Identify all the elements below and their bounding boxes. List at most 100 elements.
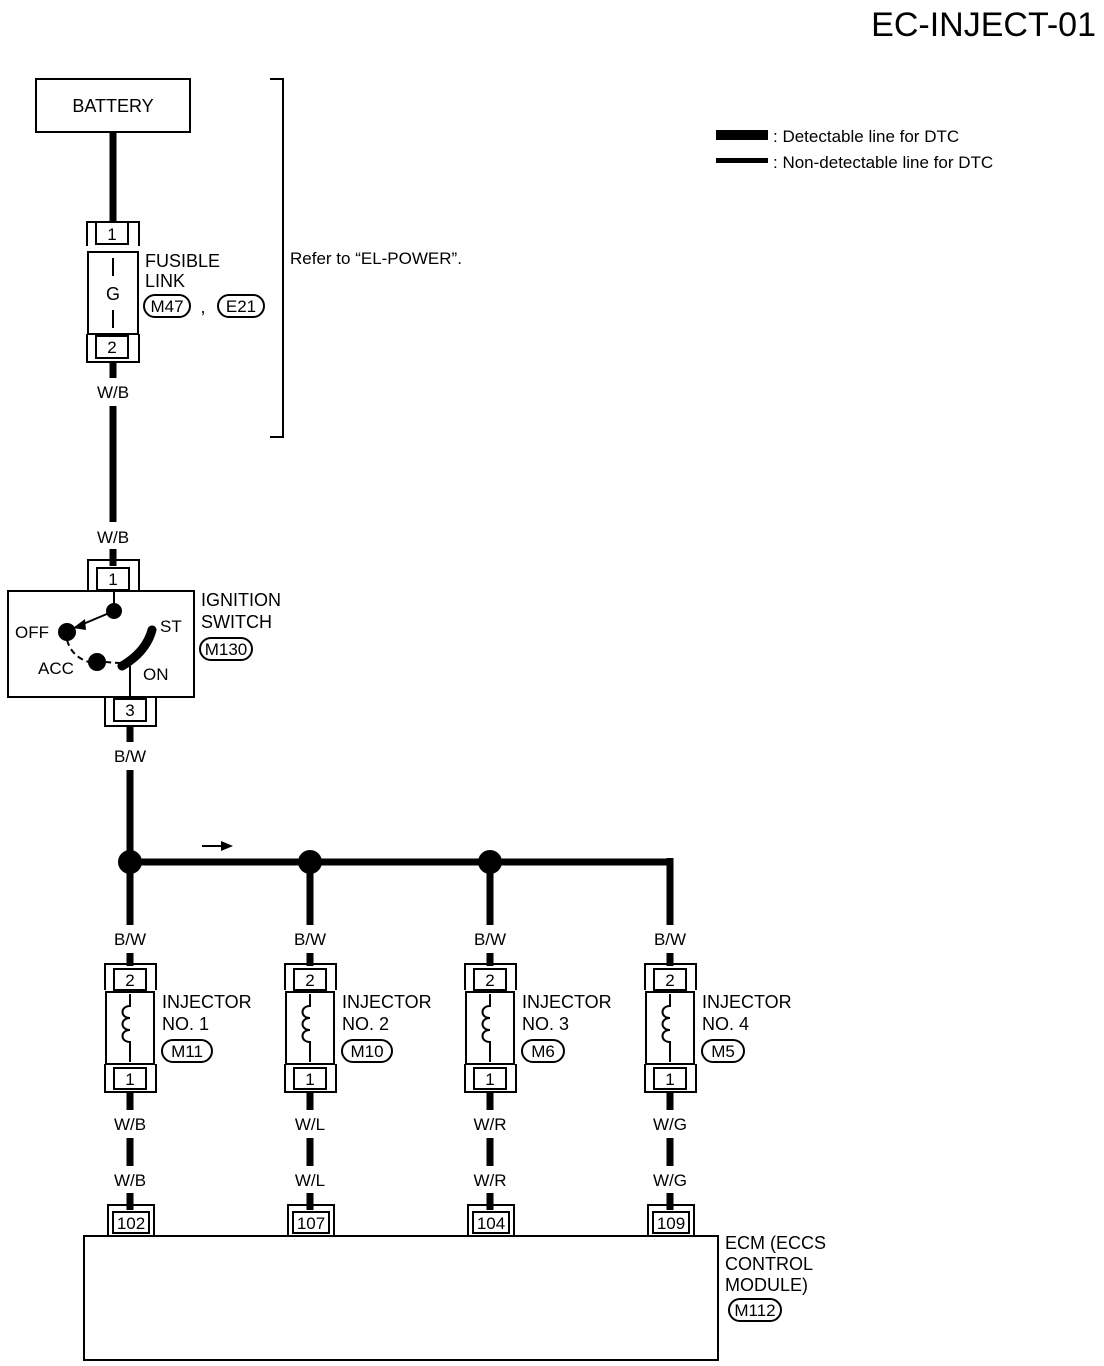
injector-connector-badge-2 — [341, 1039, 393, 1063]
wire-label-injector-top-3: B/W — [474, 930, 506, 949]
injector-coil-1 — [121, 994, 131, 1062]
ecm-pin-number-4: 109 — [657, 1214, 685, 1233]
ecm-name-line1: ECM (ECCS — [725, 1233, 826, 1253]
fusible-connector-1: M47 — [150, 297, 183, 316]
injector-pin-top-number-2: 2 — [305, 971, 314, 990]
ignition-pin-in-number: 1 — [108, 570, 117, 589]
injector-bracket-top-4 — [644, 963, 697, 990]
injector-name-1: INJECTOR — [162, 992, 252, 1012]
ecm-pin-2 — [292, 1211, 330, 1234]
wire-label-ecm-4: W/G — [653, 1171, 687, 1190]
wire-label-injector-bottom-4: W/G — [653, 1115, 687, 1134]
wire-label-injector-top-4: B/W — [654, 930, 686, 949]
injector-name-2: INJECTOR — [342, 992, 432, 1012]
wire-label-ign-in: W/B — [97, 528, 129, 547]
wire-label-ecm-1: W/B — [114, 1171, 146, 1190]
ecm-pin-4 — [652, 1211, 690, 1234]
wire-label-injector-bottom-3: W/R — [473, 1115, 506, 1134]
fusible-link: 1 G 2 FUSIBLE LINK M47 , E21 — [86, 221, 265, 363]
injector-pin-top-3 — [473, 968, 507, 991]
injector-number-1: NO. 1 — [162, 1014, 209, 1034]
ignition-name-line1: IGNITION — [201, 590, 281, 610]
wire-label-ecm-2: W/L — [295, 1171, 325, 1190]
injector-connector-badge-1 — [161, 1039, 213, 1063]
ecm-pin-bracket-3 — [467, 1204, 515, 1236]
ecm-pin-number-1: 102 — [117, 1214, 145, 1233]
fusible-pin-top — [95, 221, 129, 245]
legend-non-detectable-swatch — [716, 158, 768, 163]
injector-connector-3: M6 — [531, 1042, 555, 1061]
injector-connector-badge-4 — [701, 1039, 745, 1063]
ecm: ECM (ECCS CONTROL MODULE) M112 — [83, 1233, 826, 1361]
legend-non-detectable-label: : Non-detectable line for DTC — [773, 153, 993, 172]
injector-pin-bottom-1 — [113, 1067, 147, 1090]
ecm-connector: M112 — [734, 1301, 775, 1320]
injector-bracket-top-1 — [104, 963, 157, 990]
injector-connector-1: M11 — [171, 1042, 203, 1061]
ignition-name-line2: SWITCH — [201, 612, 272, 632]
wire-label-ecm-3: W/R — [473, 1171, 506, 1190]
ignition-pos-on: ON — [143, 665, 169, 684]
wire-label-injector-bottom-1: W/B — [114, 1115, 146, 1134]
ignition-connector: M130 — [205, 640, 248, 659]
refer-bracket: Refer to “EL-POWER”. — [270, 78, 462, 438]
fusible-pin-top-number: 1 — [107, 225, 116, 244]
ecm-body — [83, 1235, 719, 1361]
fusible-name-line1: FUSIBLE — [145, 251, 220, 271]
battery-label: BATTERY — [72, 96, 153, 116]
injector-number-4: NO. 4 — [702, 1014, 749, 1034]
wire-label-injector-bottom-2: W/L — [295, 1115, 325, 1134]
legend-detectable-label: : Detectable line for DTC — [773, 127, 959, 146]
fusible-letter: G — [106, 284, 120, 304]
ecm-pin-number-2: 107 — [297, 1214, 325, 1233]
ignition-pos-acc: ACC — [38, 659, 74, 678]
injector-pin-bottom-number-3: 1 — [485, 1070, 494, 1089]
wire-label-fl-out: W/B — [97, 383, 129, 402]
refer-note: Refer to “EL-POWER”. — [290, 249, 462, 268]
legend: : Detectable line for DTC : Non-detectab… — [716, 127, 993, 172]
injector-pin-bottom-4 — [653, 1067, 687, 1090]
injector-connector-4: M5 — [711, 1042, 735, 1061]
ecm-name-line3: MODULE) — [725, 1275, 808, 1295]
injector-name-4: INJECTOR — [702, 992, 792, 1012]
injector-pin-top-4 — [653, 968, 687, 991]
injector-pin-top-number-1: 2 — [125, 971, 134, 990]
ecm-pin-bracket-1 — [107, 1204, 155, 1236]
injector-bracket-top-2 — [284, 963, 337, 990]
injector-pin-top-1 — [113, 968, 147, 991]
injector-coil-4 — [661, 994, 671, 1062]
wire-label-injector-top-1: B/W — [114, 930, 146, 949]
injector-pin-bottom-3 — [473, 1067, 507, 1090]
injector-pin-top-2 — [293, 968, 327, 991]
ecm-pin-3 — [472, 1211, 510, 1234]
injector-name-3: INJECTOR — [522, 992, 612, 1012]
battery: BATTERY — [35, 78, 191, 133]
injector-pin-top-number-3: 2 — [485, 971, 494, 990]
fusible-pin-bottom-number: 2 — [107, 338, 116, 357]
ignition-pin-out-number: 3 — [125, 701, 134, 720]
ecm-pin-1 — [112, 1211, 150, 1234]
legend-detectable-swatch — [716, 130, 768, 140]
wire-label-injector-top-2: B/W — [294, 930, 326, 949]
fusible-connector-separator: , — [200, 297, 205, 317]
ecm-pin-bracket-2 — [287, 1204, 335, 1236]
ignition-pin-out — [113, 698, 147, 722]
ecm-pin-number-3: 104 — [477, 1214, 505, 1233]
fusible-name-line2: LINK — [145, 271, 185, 291]
injector-bracket-top-3 — [464, 963, 517, 990]
injector-connector-2: M10 — [350, 1042, 383, 1061]
ecm-name-line2: CONTROL — [725, 1254, 813, 1274]
injector-number-3: NO. 3 — [522, 1014, 569, 1034]
injector-coil-3 — [481, 994, 491, 1062]
ignition-body — [7, 590, 195, 698]
injector-pin-bottom-number-4: 1 — [665, 1070, 674, 1089]
injector-number-2: NO. 2 — [342, 1014, 389, 1034]
injector-pin-bottom-2 — [293, 1067, 327, 1090]
injector-connector-badge-3 — [521, 1039, 565, 1063]
wire-label-ign-out: B/W — [114, 747, 146, 766]
fusible-pin-bottom — [95, 335, 129, 359]
ignition-switch: 1 OFF ACC ST ON 3 IGNITION SWITCH M130 — [7, 559, 281, 727]
fusible-connector-2: E21 — [226, 297, 256, 316]
